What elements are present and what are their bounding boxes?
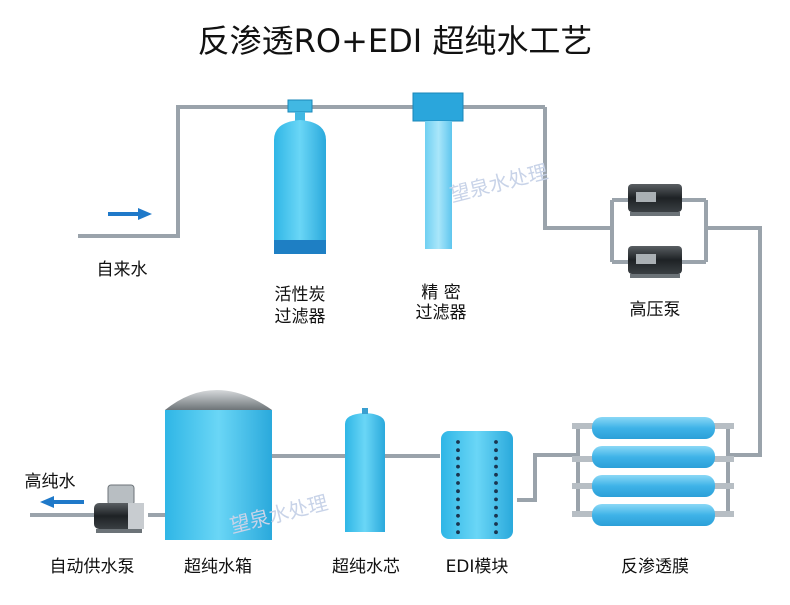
edi-dot (494, 522, 498, 526)
label-ultrapure-water: 高纯水 (25, 472, 76, 492)
high-pressure-pump-top-icon (628, 184, 682, 216)
edi-dot (456, 530, 460, 535)
label-supply-pump: 自动供水泵 (50, 557, 135, 577)
edi-dot (456, 440, 460, 444)
edi-dot (456, 489, 460, 494)
page-title: 反渗透RO+EDI 超纯水工艺 (198, 22, 593, 60)
edi-dot (456, 513, 460, 518)
edi-dot (494, 513, 498, 518)
edi-dot (494, 464, 498, 469)
label-high-pressure-pump: 高压泵 (630, 300, 681, 320)
edi-dot (494, 440, 498, 444)
edi-dot (494, 481, 498, 485)
edi-dot (494, 505, 498, 510)
edi-dot (456, 448, 460, 453)
edi-dot (456, 472, 460, 477)
edi-dot (456, 497, 460, 502)
outlet-flow-arrow-icon (40, 496, 84, 508)
edi-dot (456, 456, 460, 461)
label-ro-membrane: 反渗透膜 (621, 557, 689, 577)
high-pressure-pump-bottom-icon (628, 246, 682, 278)
label-precision-filter-line1: 精 密 (421, 283, 460, 303)
edi-dot (494, 472, 498, 477)
edi-dot (456, 481, 460, 485)
edi-dot (456, 522, 460, 526)
edi-dot (494, 489, 498, 494)
edi-dot (494, 530, 498, 535)
ultrapure-core (345, 408, 385, 532)
edi-module (441, 431, 513, 539)
inlet-flow-arrow-icon (108, 208, 152, 220)
edi-electrode-dots (456, 440, 498, 535)
ultrapure-tank (165, 390, 272, 540)
edi-dot (494, 448, 498, 453)
precision-filter (412, 92, 464, 249)
label-ultrapure-core: 超纯水芯 (332, 557, 400, 577)
label-ultrapure-tank: 超纯水箱 (184, 557, 252, 577)
label-tap-water: 自来水 (97, 260, 148, 280)
pipe-network (30, 105, 762, 517)
supply-pump-icon (94, 484, 144, 533)
edi-dot (494, 456, 498, 461)
ro-membrane-bank (572, 417, 734, 526)
label-carbon-filter-line1: 活性炭 (275, 285, 326, 305)
edi-dot (456, 464, 460, 469)
watermark-top: 望泉水处理 (447, 159, 550, 206)
label-carbon-filter-line2: 过滤器 (275, 307, 326, 327)
carbon-filter (274, 99, 326, 254)
edi-dot (456, 505, 460, 510)
label-edi-module: EDI模块 (446, 557, 509, 577)
label-precision-filter-line2: 过滤器 (416, 303, 467, 323)
edi-dot (494, 497, 498, 502)
